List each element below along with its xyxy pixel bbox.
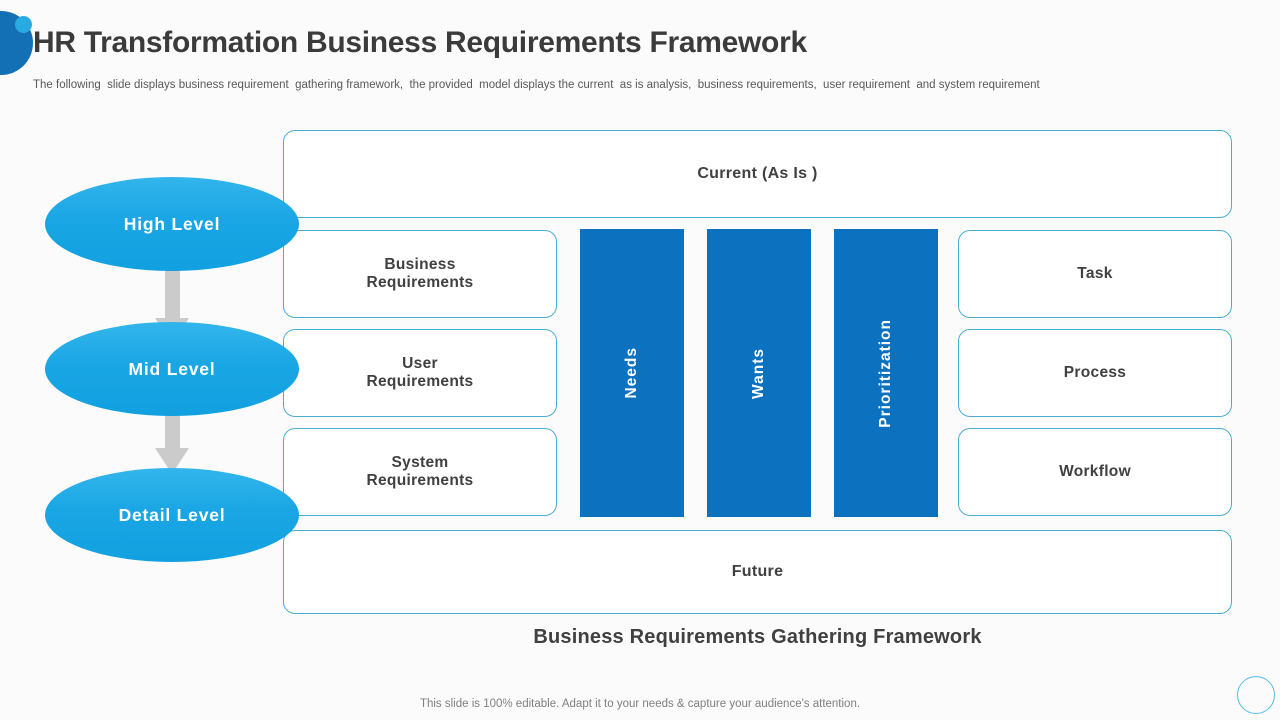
wants-bar-label: Wants [750, 347, 767, 399]
mid-level-ellipse: Mid Level [45, 322, 299, 416]
business-requirements-box: Business Requirements [283, 230, 557, 318]
prioritization-bar-label: Prioritization [877, 318, 894, 428]
current-as-is-box: Current (As Is ) [283, 130, 1232, 218]
detail-level-ellipse: Detail Level [45, 468, 299, 562]
down-arrow-shaft [165, 262, 180, 320]
future-box: Future [283, 530, 1232, 614]
wants-bar: Wants [707, 229, 811, 517]
corner-accent-dot [15, 16, 32, 33]
prioritization-bar: Prioritization [834, 229, 938, 517]
user-requirements-box: User Requirements [283, 329, 557, 417]
high-level-ellipse: High Level [45, 177, 299, 271]
page-subtitle: The following slide displays business re… [33, 79, 1040, 91]
process-box: Process [958, 329, 1232, 417]
diagram-caption: Business Requirements Gathering Framewor… [533, 626, 982, 648]
workflow-box: Workflow [958, 428, 1232, 516]
down-arrow-shaft [165, 408, 180, 448]
bottom-right-circle-decoration [1237, 676, 1275, 714]
page-title: HR Transformation Business Requirements … [33, 26, 807, 59]
system-requirements-box: System Requirements [283, 428, 557, 516]
needs-bar-label: Needs [623, 347, 640, 399]
slide-footer-note: This slide is 100% editable. Adapt it to… [419, 698, 861, 710]
needs-bar: Needs [580, 229, 684, 517]
task-box: Task [958, 230, 1232, 318]
